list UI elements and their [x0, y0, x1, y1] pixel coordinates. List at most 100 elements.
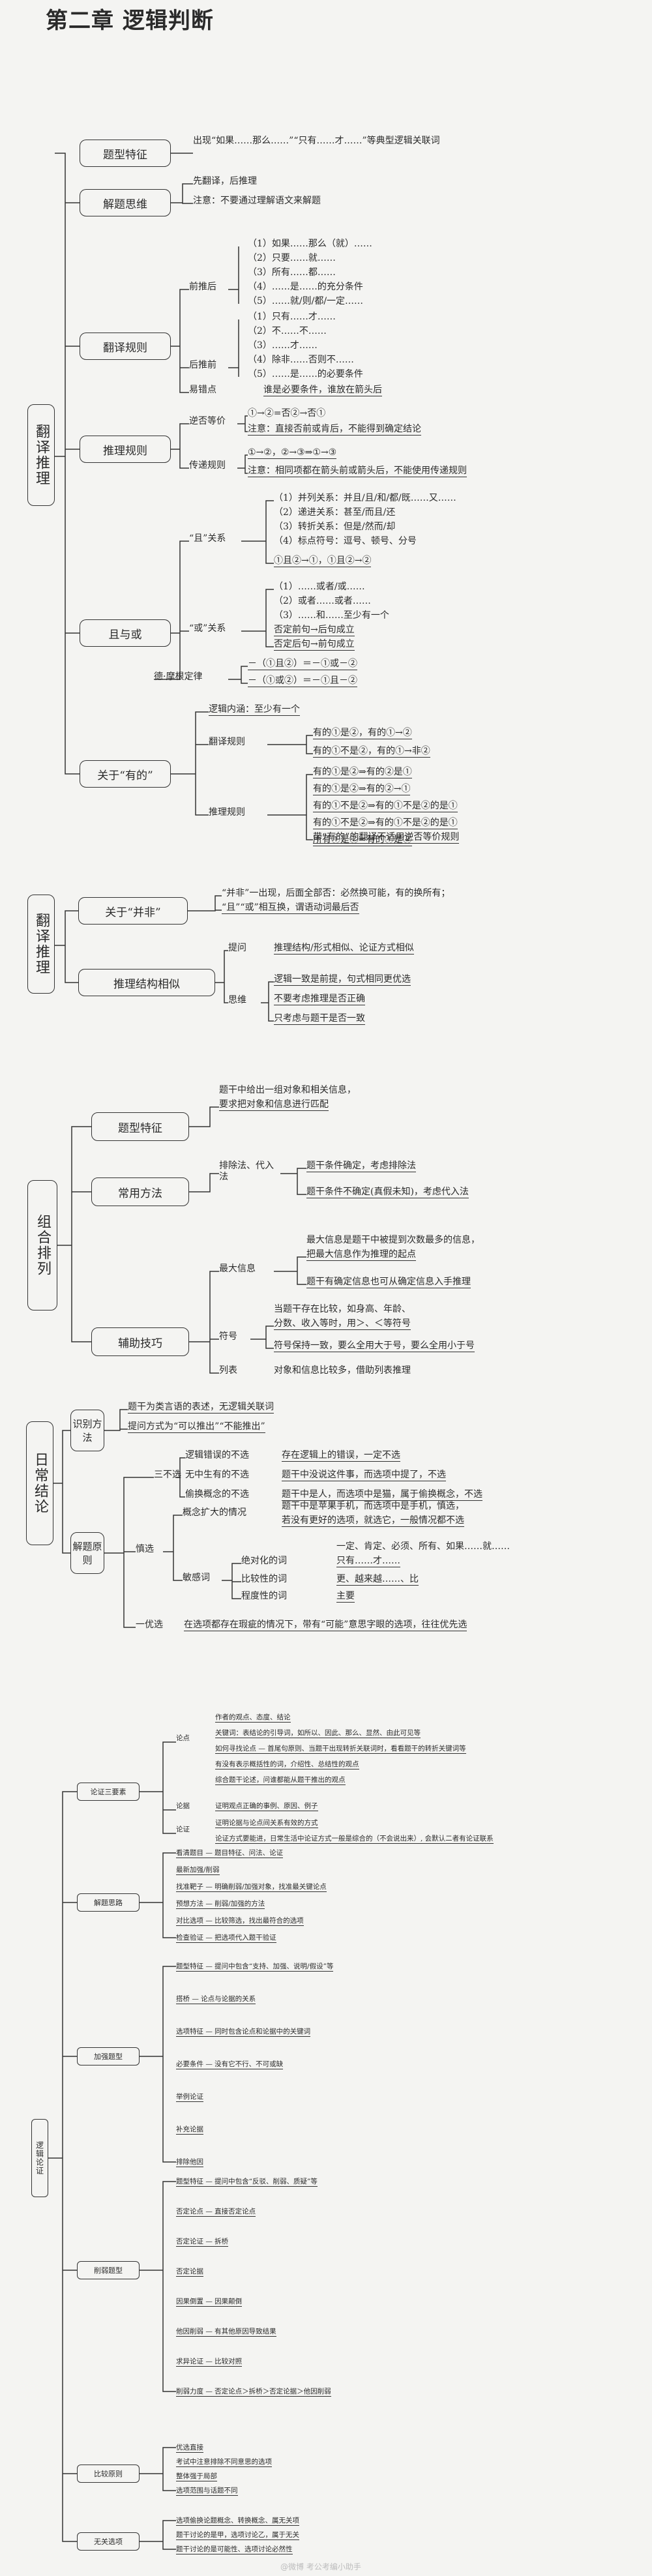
- three-no-desc: 题干中是人，而选项中是猫，属于偷换概念，不选: [282, 1489, 482, 1501]
- some-inference-item: 有的①是②⇒有的②是①: [313, 767, 412, 778]
- preferred-label: 一优选: [136, 1620, 163, 1630]
- concept-expand-a: 题干中是苹果手机，而选项中是手机，慎选，: [282, 1501, 464, 1511]
- forward-label: 前推后: [189, 282, 216, 292]
- degree-list: 主要: [336, 1591, 355, 1603]
- some-inference-item: 所有①是②⇒有的①是②: [313, 835, 412, 846]
- identify-a: 题干为类言语的表述，无逻辑关联词: [128, 1402, 274, 1414]
- thesis-item: 关键词：表结论的引导词，如所以、因此、那么、显然、由此可见等: [215, 1729, 421, 1738]
- thinking-b: 注意：不要通过理解语文来解题: [193, 196, 321, 206]
- combo-features-a: 题干中给出一组对象和相关信息，: [219, 1085, 356, 1095]
- backward-label: 后推前: [189, 360, 216, 370]
- irrelevant-item: 题干讨论的是可能性、选项讨论必然性: [176, 2545, 293, 2554]
- question-label: 提问: [228, 943, 246, 953]
- and-item: （3）转折关系：但是/然而/却: [274, 522, 396, 532]
- node-argument-elements: 论证三要素: [77, 1783, 140, 1801]
- node-irrelevant: 无关选项: [77, 2532, 140, 2551]
- contrapositive-label: 逆否等价: [189, 416, 226, 426]
- contrapositive-a: ①→②=否②→否①: [248, 408, 326, 419]
- combo-features-b: 要求把对象和信息进行匹配: [219, 1099, 329, 1111]
- node-compare-principle: 比较原则: [77, 2465, 140, 2483]
- solving-item: 对比选项 — 比较筛选，找出最符合的选项: [176, 1917, 304, 1926]
- section-root-translation-2: 翻译推理: [27, 895, 55, 994]
- thinking-item-2: 只考虑与题干是否一致: [274, 1013, 365, 1025]
- max-info-b: 把最大信息作为推理的起点: [306, 1249, 416, 1261]
- compare-item: 考试中注意排除不同意思的选项: [176, 2458, 272, 2467]
- symbol-label: 符号: [219, 1331, 237, 1342]
- contrapositive-b: 注意：直接否前或肯后，不能得到确定结论: [248, 424, 421, 436]
- node-strengthen: 加强题型: [77, 2047, 140, 2065]
- or-relation-label: “或”关系: [189, 623, 226, 634]
- and-truth: ①且②→①，①且②→②: [274, 555, 372, 567]
- solving-item: 预想方法 — 削弱/加强的方法: [176, 1900, 265, 1909]
- some-inference-label: 推理规则: [209, 807, 245, 818]
- method-a: 题干条件确定，考虑排除法: [306, 1161, 416, 1172]
- question-text: 推理结构/形式相似、论证方式相似: [274, 943, 414, 955]
- not-b: “且”“或”相互换，谓语动词最后否: [222, 902, 359, 914]
- section-root-argument: 逻辑论证: [31, 2119, 48, 2197]
- solving-item: 最新加强/削弱: [176, 1866, 220, 1875]
- three-no-desc: 存在逻辑上的错误，一定不选: [282, 1450, 400, 1462]
- strengthen-item: 必要条件 — 没有它不行、不可或缺: [176, 2060, 284, 2069]
- some-inference-item: 有的①不是②⇒有的①不是②的是①: [313, 801, 458, 812]
- section-root-combination: 组合排列: [27, 1180, 57, 1310]
- forward-item: （3）所有……都……: [248, 267, 336, 278]
- max-info-a: 最大信息是题干中被提到次数最多的信息，: [306, 1235, 480, 1245]
- three-no-item: 逻辑错误的不选: [185, 1450, 249, 1460]
- strengthen-item: 搭桥 — 论点与论据的关系: [176, 1995, 256, 2004]
- or-item: （1）……或者/或……: [274, 582, 365, 592]
- section-root-daily-conclusion: 日常结论: [26, 1421, 53, 1545]
- solving-item: 看清题目 — 题目特征、问法、论证: [176, 1849, 284, 1858]
- error-point-label: 易错点: [189, 385, 216, 395]
- method-label: 排除法、代入法: [219, 1161, 274, 1182]
- demorgan-b: －（①或②）＝－①且－②: [248, 675, 357, 687]
- thesis-label: 论点: [176, 1734, 190, 1742]
- irrelevant-item: 题干讨论的是甲，选项讨论乙，属于无关: [176, 2531, 299, 2540]
- absolute-label: 绝对化的词: [241, 1556, 287, 1566]
- backward-item: （5）……是……的必要条件: [248, 369, 363, 379]
- node-thinking: 解题思维: [80, 189, 171, 216]
- node-inference-rules: 推理规则: [80, 436, 171, 463]
- thinking-item-2: 不要考虑推理是否正确: [274, 994, 365, 1005]
- table-label: 列表: [219, 1365, 237, 1376]
- node-about-some: 关于“有的”: [80, 760, 171, 788]
- strengthen-item: 举例论证: [176, 2093, 203, 2102]
- demorgan-a: －（①且②）＝－①或－②: [248, 659, 357, 670]
- argument-item: 证明论据与论点间关系有效的方式: [215, 1819, 318, 1828]
- symbol-b: 分数、收入等时，用＞、＜等符号: [274, 1318, 411, 1330]
- max-info-label: 最大信息: [219, 1264, 256, 1274]
- transitive-label: 传递规则: [189, 460, 226, 471]
- solving-item: 找准靶子 — 明确削弱/加强对象，找准最关键论点: [176, 1883, 327, 1892]
- table-text: 对象和信息比较多，借助列表推理: [274, 1365, 411, 1376]
- thesis-item: 有没有表示概括性的词，介绍性、总结性的观点: [215, 1760, 359, 1769]
- evidence-text: 证明观点正确的事例、原因、例子: [215, 1802, 318, 1811]
- and-item: （1）并列关系：并且/且/和/都/既……又……: [274, 493, 456, 503]
- max-info-c: 题干有确定信息也可从确定信息入手推理: [306, 1277, 471, 1288]
- three-no-item: 无中生有的不选: [185, 1470, 249, 1480]
- weaken-item: 求异论证 — 比较对照: [176, 2358, 243, 2367]
- weaken-item: 题型特征 — 提问中包含“反驳、削弱、质疑”等: [176, 2178, 318, 2187]
- some-translation-label: 翻译规则: [209, 737, 245, 747]
- careful-label: 慎选: [136, 1544, 154, 1554]
- error-point-text: 谁是必要条件，谁放在箭头后: [263, 385, 382, 396]
- thesis-item: 综合题干论述，问谁都能从题干推出的观点: [215, 1776, 346, 1785]
- transitive-b: 注意：相同项都在箭头前或箭头后，不能使用传递规则: [248, 466, 467, 477]
- thinking-a: 先翻译，后推理: [193, 176, 257, 186]
- strengthen-item: 补充论据: [176, 2125, 203, 2135]
- node-question-features: 题型特征: [80, 140, 171, 167]
- concept-expand-label: 概念扩大的情况: [183, 1507, 246, 1518]
- compare-item: 整体强于局部: [176, 2472, 217, 2481]
- some-inference-item: 有的①是②⇒有的②→①: [313, 784, 411, 795]
- watermark: @微博 考公考编小助手: [280, 2562, 361, 2571]
- node-solve-principle: 解题原则: [70, 1532, 104, 1574]
- some-inference-last: 带“有的”的翻译不适用逆否等价规则: [313, 832, 460, 844]
- three-no-desc: 题干中没说这件事，而选项中提了，不选: [282, 1470, 446, 1481]
- concept-expand-b: 若没有更好的选项，就选它，一般情况都不选: [282, 1515, 464, 1527]
- node-and-or: 且与或: [80, 619, 171, 647]
- transitive-a: ①→②，②→③⇒①→③: [248, 447, 337, 459]
- some-translation-b: 有的①不是②，有的①→非②: [313, 746, 430, 758]
- backward-item: （1）只有……才……: [248, 312, 336, 322]
- weaken-item: 否定论据: [176, 2268, 203, 2277]
- weaken-item: 削弱力度 — 否定论点＞拆桥＞否定论据＞他因削弱: [176, 2388, 331, 2397]
